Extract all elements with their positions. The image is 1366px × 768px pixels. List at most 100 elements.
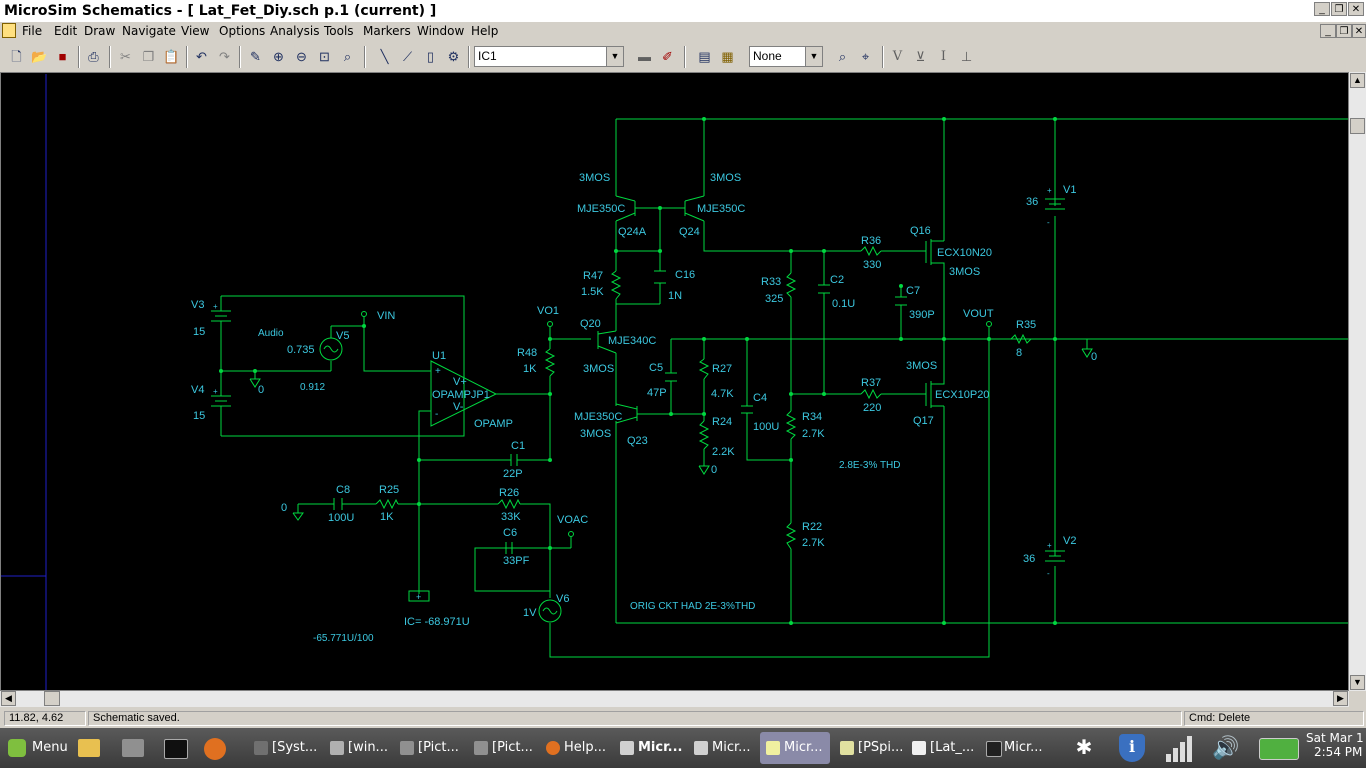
edit-symbol-icon[interactable]: ✐ <box>662 49 673 64</box>
label-v3: V3 <box>191 299 204 311</box>
terminal-icon <box>986 741 1002 757</box>
zoom-out-icon[interactable]: ⊖ <box>296 49 307 64</box>
label-v6-value: 1V <box>523 607 537 619</box>
bluetooth-icon[interactable]: ✱ <box>1075 737 1093 759</box>
menu-options[interactable]: Options <box>219 24 266 38</box>
files-launcher[interactable] <box>72 732 106 764</box>
menu-edit[interactable]: Edit <box>54 24 78 38</box>
redo-icon[interactable]: ↷ <box>219 49 230 64</box>
attribute-icon[interactable]: ▬ <box>638 49 651 64</box>
task-item-active[interactable]: Micr... <box>760 732 830 764</box>
chevron-down-icon[interactable]: ▼ <box>606 47 623 66</box>
vertical-scrollbar[interactable]: ▲ ▼ <box>1349 72 1366 691</box>
open-folder-icon[interactable]: 📂 <box>31 49 48 64</box>
zoom-area-icon[interactable]: ⊡ <box>319 49 330 64</box>
pencil-icon[interactable]: ✎ <box>250 49 261 64</box>
label-ecx10p20: ECX10P20 <box>935 389 989 401</box>
display-combo[interactable]: None ▼ <box>749 46 823 67</box>
network-signal-icon[interactable] <box>1160 734 1200 762</box>
task-item[interactable]: [Pict... <box>394 732 464 764</box>
power-marker-icon[interactable]: ⊥ <box>960 49 973 64</box>
zoom-in-icon[interactable]: ⊕ <box>273 49 284 64</box>
start-menu-button[interactable]: Menu <box>2 732 68 764</box>
label-mje350-a: MJE350C <box>577 203 625 215</box>
doc-minimize-button[interactable]: _ <box>1320 24 1336 38</box>
schematic-canvas[interactable]: V3 15 V4 15 Audio V5 0.735 VIN 0 0.912 U… <box>0 72 1349 691</box>
firefox-icon <box>546 741 560 755</box>
task-item[interactable]: Micr... <box>980 732 1048 764</box>
menu-markers[interactable]: Markers <box>363 24 411 38</box>
task-item[interactable]: Micr... <box>614 732 684 764</box>
save-icon[interactable]: ■ <box>58 49 67 64</box>
zoom-fit-icon[interactable]: ⌕ <box>343 49 352 64</box>
menu-help[interactable]: Help <box>471 24 499 38</box>
new-file-icon[interactable]: 🗋 <box>11 49 22 64</box>
draw-wire-icon[interactable]: ╲ <box>380 49 389 64</box>
toolbar-separator <box>109 46 111 68</box>
menu-draw[interactable]: Draw <box>84 24 116 38</box>
part-combo[interactable]: IC1 ▼ <box>474 46 624 67</box>
draw-block-icon[interactable]: ▯ <box>426 49 435 64</box>
doc-restore-button[interactable]: ❐ <box>1336 24 1352 38</box>
cut-icon[interactable]: ✂ <box>120 49 131 64</box>
print-icon[interactable]: ⎙ <box>88 49 99 64</box>
close-button[interactable]: ✕ <box>1348 2 1364 16</box>
diff-marker-icon[interactable]: ⊻ <box>915 49 926 64</box>
label-r48-value: 1K <box>523 363 537 375</box>
info-glyph: i <box>1119 734 1145 762</box>
clock[interactable]: Sat Mar 1 2:54 PM <box>1306 731 1366 759</box>
task-item[interactable]: Help... <box>540 732 610 764</box>
doc-close-button[interactable]: ✕ <box>1352 24 1366 38</box>
volume-icon[interactable]: 🔊 <box>1212 735 1240 760</box>
label-r22: R22 <box>802 521 822 533</box>
paste-icon[interactable]: 📋 <box>163 49 180 64</box>
label-v4: V4 <box>191 384 204 396</box>
browse-icon[interactable]: ⌖ <box>861 49 870 64</box>
label-minus: - <box>435 409 438 420</box>
menu-tools[interactable]: Tools <box>324 24 354 38</box>
menu-window[interactable]: Window <box>417 24 465 38</box>
voltage-marker-button[interactable]: V <box>892 49 903 64</box>
get-part-icon[interactable]: ⚙ <box>447 49 460 64</box>
chevron-down-icon[interactable]: ▼ <box>805 47 822 66</box>
document-icon[interactable] <box>2 23 16 38</box>
scroll-right-icon[interactable]: ▶ <box>1333 691 1348 706</box>
horizontal-scrollbar[interactable]: ◀ ▶ <box>0 691 1349 707</box>
battery-icon[interactable] <box>1256 734 1302 762</box>
restore-button[interactable]: ❐ <box>1331 2 1347 16</box>
vertical-scroll-thumb[interactable] <box>1350 118 1365 134</box>
scroll-left-icon[interactable]: ◀ <box>1 691 16 706</box>
task-item[interactable]: [Syst... <box>248 732 320 764</box>
label-dot912: 0.912 <box>300 382 325 393</box>
drive-launcher[interactable] <box>116 732 150 764</box>
undo-icon[interactable]: ↶ <box>196 49 207 64</box>
task-item[interactable]: [PSpi... <box>834 732 902 764</box>
task-item[interactable]: [win... <box>324 732 388 764</box>
menu-navigate[interactable]: Navigate <box>122 24 176 38</box>
task-item[interactable]: Micr... <box>688 732 756 764</box>
setup-analysis-icon[interactable]: ▤ <box>698 49 711 64</box>
label-r27: R27 <box>712 363 732 375</box>
label-v2-minus: - <box>1047 569 1050 578</box>
probe-icon[interactable]: ⌕ <box>838 49 847 64</box>
firefox-launcher[interactable] <box>198 732 232 764</box>
minimize-button[interactable]: _ <box>1314 2 1330 16</box>
task-item[interactable]: [Pict... <box>468 732 538 764</box>
scroll-down-icon[interactable]: ▼ <box>1350 675 1365 690</box>
current-marker-button[interactable]: I <box>940 49 947 64</box>
label-r36: R36 <box>861 235 881 247</box>
terminal-launcher[interactable] <box>158 732 192 764</box>
horizontal-scroll-thumb[interactable] <box>44 691 60 706</box>
copy-icon[interactable]: ❐ <box>142 49 155 64</box>
draw-bus-icon[interactable]: ⟋ <box>402 49 413 64</box>
schematic-icon <box>766 741 780 755</box>
label-v5-value: 0.735 <box>287 344 315 356</box>
scroll-up-icon[interactable]: ▲ <box>1350 73 1365 88</box>
menu-analysis[interactable]: Analysis <box>270 24 320 38</box>
simulate-icon[interactable]: ▦ <box>721 49 734 64</box>
info-shield-icon[interactable]: i <box>1114 734 1150 762</box>
label-v2-plus: + <box>1047 541 1052 550</box>
menu-file[interactable]: File <box>22 24 43 38</box>
menu-view[interactable]: View <box>181 24 210 38</box>
task-item[interactable]: [Lat_... <box>906 732 976 764</box>
